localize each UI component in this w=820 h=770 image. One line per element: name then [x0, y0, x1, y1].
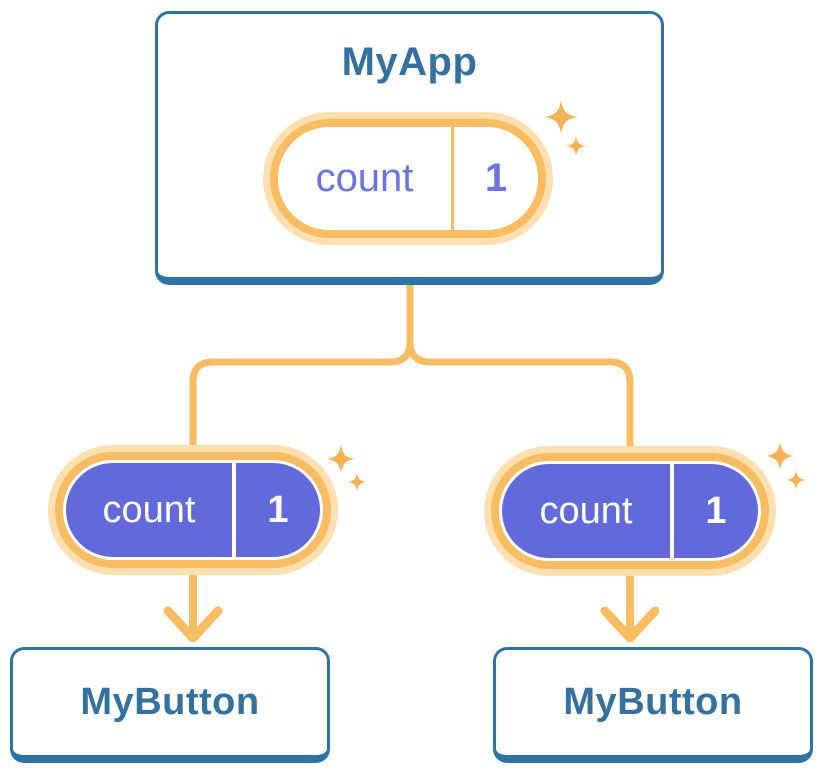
pill-divider — [451, 127, 454, 230]
pill-divider — [670, 464, 674, 558]
prop-name: count — [102, 488, 196, 531]
component-title-myapp: MyApp — [341, 40, 478, 84]
component-title-mybutton: MyButton — [80, 681, 260, 723]
sparkle-icon — [786, 470, 806, 490]
component-card-mybutton-right: MyButton — [493, 647, 813, 763]
root-to-left-child-connector — [189, 278, 414, 460]
state-pill-root: count 1 — [263, 112, 553, 245]
left-arrow-icon — [163, 568, 223, 643]
state-pill-ring: count 1 — [270, 119, 546, 238]
pill-divider — [232, 463, 236, 557]
state-name: count — [315, 156, 414, 200]
prop-pill-ring: count 1 — [55, 452, 331, 568]
component-title-mybutton: MyButton — [563, 681, 743, 723]
prop-name: count — [539, 489, 633, 532]
prop-pill-right: count 1 — [484, 446, 776, 576]
prop-pill-ring: count 1 — [491, 453, 769, 569]
sparkle-icon — [765, 441, 795, 471]
prop-pill-left: count 1 — [48, 445, 338, 575]
state-value: 1 — [484, 156, 508, 200]
prop-value: 1 — [267, 488, 289, 531]
root-to-right-child-connector — [406, 278, 634, 460]
sparkle-icon — [347, 472, 367, 492]
right-arrow-icon — [600, 568, 660, 643]
component-card-mybutton-left: MyButton — [10, 647, 330, 763]
prop-value: 1 — [705, 489, 727, 532]
sparkle-icon — [326, 444, 356, 474]
